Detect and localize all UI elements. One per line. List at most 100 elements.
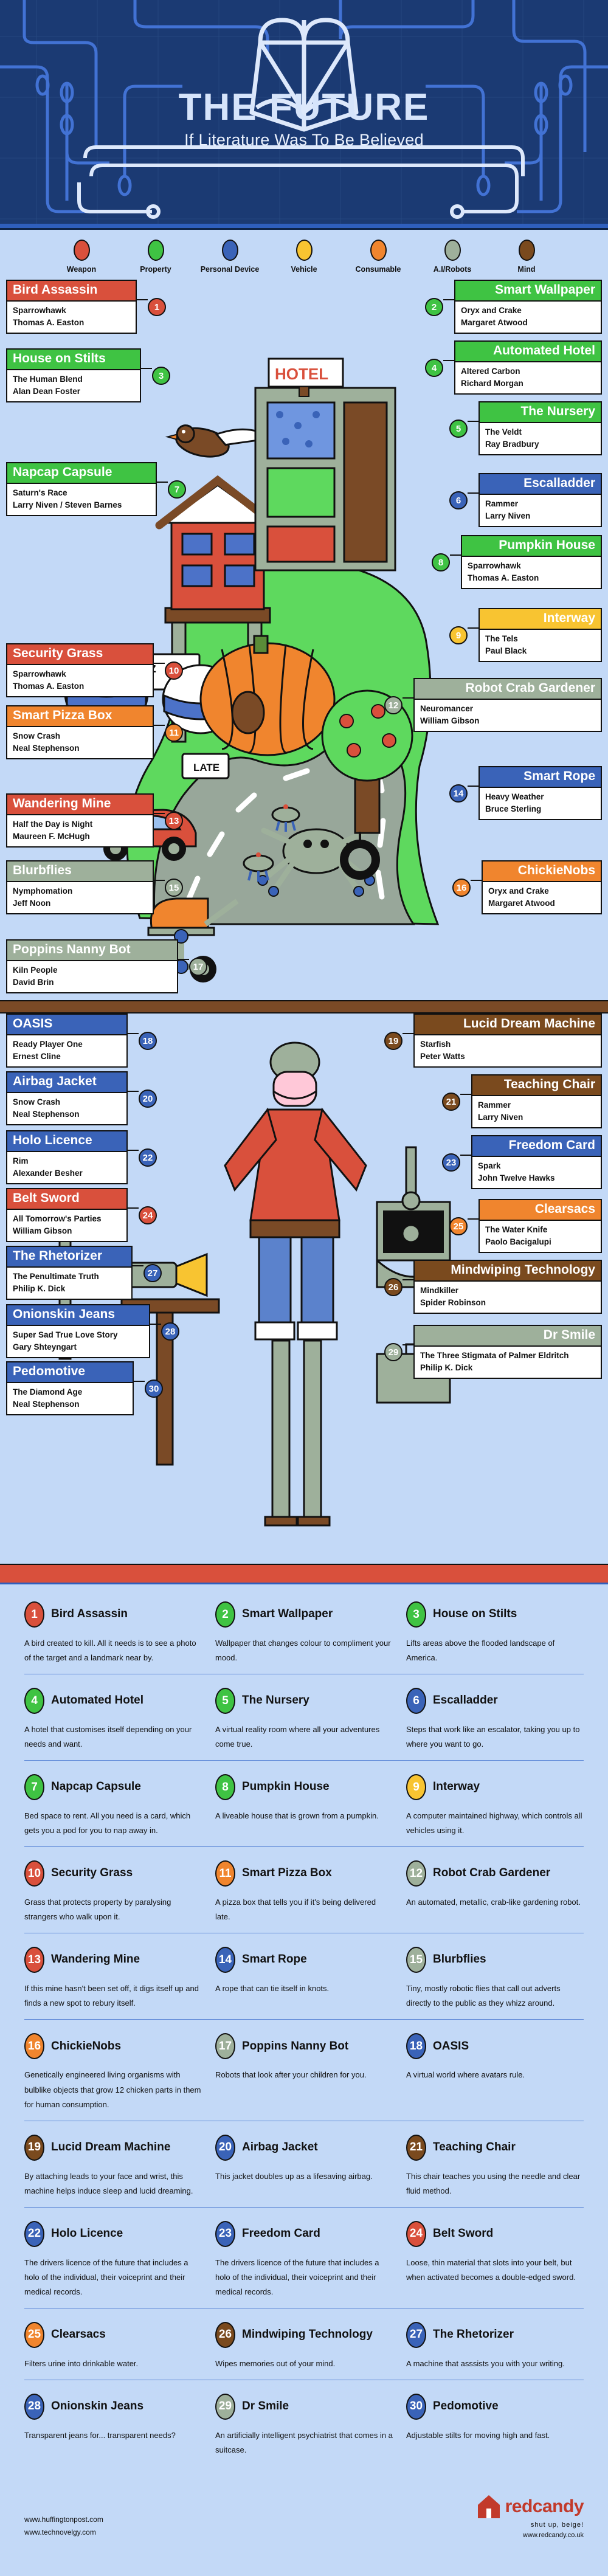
callout-marker[interactable]: 5 bbox=[449, 420, 468, 438]
card-book-title: Spark bbox=[478, 1161, 501, 1170]
callout-marker[interactable]: 16 bbox=[452, 879, 471, 897]
card-book-author: Margaret Atwood bbox=[461, 317, 528, 327]
callout-marker[interactable]: 22 bbox=[139, 1148, 157, 1167]
list-item-title: Freedom Card bbox=[242, 2226, 320, 2240]
callout-marker[interactable]: 30 bbox=[145, 1380, 163, 1398]
list-item-description: Adjustable stilts for moving high and fa… bbox=[406, 2430, 550, 2440]
callout-marker[interactable]: 25 bbox=[449, 1217, 468, 1235]
callout-marker[interactable]: 20 bbox=[139, 1089, 157, 1108]
list-item-title: Holo Licence bbox=[51, 2226, 123, 2240]
list-item-number-badge: 6 bbox=[406, 1688, 426, 1714]
card-book-title: The Diamond Age bbox=[13, 1387, 83, 1397]
callout-marker[interactable]: 24 bbox=[139, 1206, 157, 1224]
callout-marker[interactable]: 14 bbox=[449, 784, 468, 803]
callout-marker[interactable]: 2 bbox=[425, 298, 443, 316]
callout-marker[interactable]: 17 bbox=[189, 958, 207, 976]
card-title: Smart Pizza Box bbox=[7, 706, 153, 727]
legend-label: Property bbox=[140, 265, 171, 274]
callout-marker[interactable]: 15 bbox=[165, 879, 183, 897]
callout-marker[interactable]: 13 bbox=[165, 812, 183, 830]
list-item-number-badge: 26 bbox=[215, 2321, 235, 2348]
callout-marker[interactable]: 23 bbox=[442, 1153, 460, 1172]
callout-marker[interactable]: 10 bbox=[165, 661, 183, 680]
callout-leader-line bbox=[443, 299, 454, 300]
callout-marker[interactable]: 4 bbox=[425, 359, 443, 377]
callout-marker[interactable]: 19 bbox=[384, 1032, 402, 1050]
list-item-description: The drivers licence of the future that i… bbox=[215, 2257, 379, 2296]
callout-marker[interactable]: 29 bbox=[384, 1343, 402, 1361]
card-title: Robot Crab Gardener bbox=[415, 679, 601, 700]
card-title: Automated Hotel bbox=[455, 342, 601, 362]
source-link-1[interactable]: www.huffingtonpost.com bbox=[24, 2515, 103, 2524]
legend-color-dot bbox=[295, 240, 313, 261]
card-book-title: The Penultimate Truth bbox=[13, 1271, 99, 1281]
card-title: Smart Wallpaper bbox=[455, 281, 601, 302]
callout-marker[interactable]: 11 bbox=[165, 723, 183, 742]
callout-marker[interactable]: 1 bbox=[148, 298, 166, 316]
list-item-description: A bird created to kill. All it needs is … bbox=[24, 1638, 196, 1663]
source-link-2[interactable]: www.technovelgy.com bbox=[24, 2527, 96, 2536]
callout-marker[interactable]: 28 bbox=[161, 1322, 179, 1341]
list-item-title: Belt Sword bbox=[433, 2226, 494, 2240]
legend-item: Weapon bbox=[52, 240, 111, 274]
list-item-number-badge: 29 bbox=[215, 2393, 235, 2420]
callout-marker[interactable]: 27 bbox=[143, 1264, 162, 1282]
callout-marker[interactable]: 8 bbox=[432, 553, 450, 571]
list-item-number-badge: 13 bbox=[24, 1947, 44, 1973]
callout-marker[interactable]: 3 bbox=[152, 367, 170, 385]
list-item-number-badge: 17 bbox=[215, 2033, 235, 2060]
card-title: Blurbflies bbox=[7, 862, 153, 882]
list-item-title: Wandering Mine bbox=[51, 1953, 140, 1966]
callout-marker[interactable]: 12 bbox=[384, 696, 402, 714]
card-book-author: Jeff Noon bbox=[13, 898, 51, 908]
callout-marker[interactable]: 18 bbox=[139, 1032, 157, 1050]
callout-marker[interactable]: 7 bbox=[168, 480, 186, 499]
callout-marker[interactable]: 9 bbox=[449, 626, 468, 644]
brand-url[interactable]: www.redcandy.co.uk bbox=[522, 2531, 584, 2539]
card-book-author: Larry Niven bbox=[485, 511, 531, 520]
callout-marker[interactable]: 26 bbox=[384, 1278, 402, 1296]
callout-marker[interactable]: 21 bbox=[442, 1093, 460, 1111]
card-title: Interway bbox=[480, 609, 601, 630]
card-book-title: Rammer bbox=[485, 499, 519, 508]
callout-marker[interactable]: 6 bbox=[449, 491, 468, 509]
